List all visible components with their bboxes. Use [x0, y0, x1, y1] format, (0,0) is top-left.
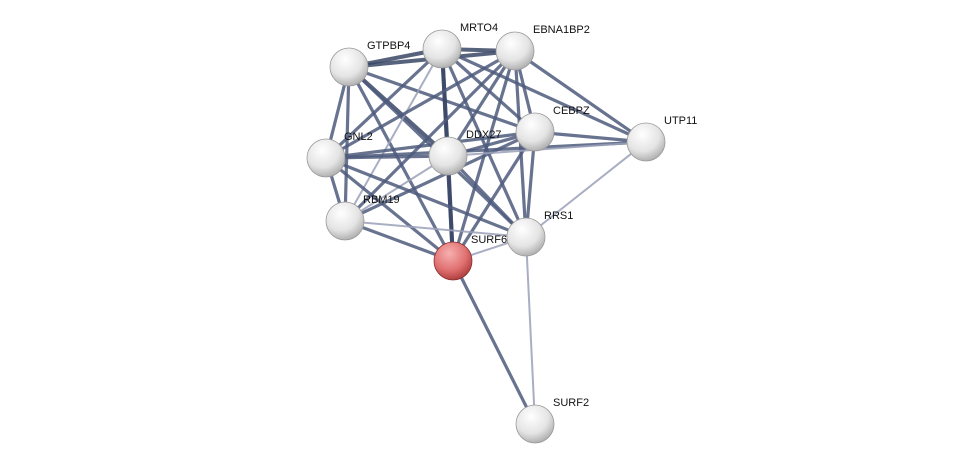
- node-label-rrs1: RRS1: [544, 210, 573, 222]
- edge-ebna1bp2-gnl2: [325, 49, 516, 160]
- edge-utp11-gnl2: [325, 140, 647, 160]
- node-label-mrto4: MRTO4: [460, 22, 498, 34]
- node-cebpz[interactable]: [515, 112, 555, 152]
- edge-ddx27-rbm19: [344, 155, 449, 222]
- edge-gtpbp4-rbm19: [343, 66, 351, 222]
- node-label-gtpbp4: GTPBP4: [367, 40, 410, 52]
- node-gnl2[interactable]: [306, 138, 346, 178]
- edge-ebna1bp2-rbm19: [343, 49, 517, 223]
- node-ddx27[interactable]: [428, 136, 468, 176]
- node-label-surf2: SURF2: [553, 397, 589, 409]
- edge-utp11-rrs1: [525, 141, 647, 238]
- edge-mrto4-gnl2: [324, 47, 444, 160]
- node-label-ebna1bp2: EBNA1BP2: [533, 24, 590, 36]
- node-mrto4[interactable]: [422, 29, 462, 69]
- edge-gtpbp4-cebpz: [348, 65, 536, 134]
- edge-cebpz-gnl2: [325, 130, 536, 160]
- node-label-utp11: UTP11: [664, 115, 697, 127]
- node-rbm19[interactable]: [325, 201, 365, 241]
- edge-ebna1bp2-utp11: [514, 49, 647, 144]
- node-label-cebpz: CEBPZ: [553, 105, 590, 117]
- edge-ddx27-gnl2: [325, 154, 449, 160]
- node-rrs1[interactable]: [506, 217, 546, 257]
- edge-ebna1bp2-ddx27: [446, 50, 517, 157]
- edge-gnl2-rrs1: [325, 156, 527, 239]
- edge-mrto4-rbm19: [344, 48, 443, 222]
- edge-gnl2-surf6: [324, 156, 455, 263]
- edge-surf6-surf2: [451, 260, 537, 425]
- node-surf6[interactable]: [433, 241, 473, 281]
- node-label-rbm19: RBM19: [363, 194, 400, 206]
- node-label-gnl2: GNL2: [344, 131, 373, 143]
- edge-cebpz-rbm19: [344, 130, 536, 223]
- node-gtpbp4[interactable]: [329, 47, 369, 87]
- node-label-ddx27: DDX27: [466, 129, 501, 141]
- node-surf2[interactable]: [515, 404, 555, 444]
- node-label-surf6: SURF6: [471, 234, 507, 246]
- edge-cebpz-surf6: [451, 131, 537, 262]
- edge-utp11-ddx27: [447, 141, 647, 157]
- edge-rbm19-rrs1: [344, 220, 527, 238]
- node-ebna1bp2[interactable]: [495, 31, 535, 71]
- node-utp11[interactable]: [626, 122, 666, 162]
- edge-rrs1-surf2: [525, 236, 536, 425]
- edge-mrto4-rrs1: [440, 48, 528, 238]
- edge-mrto4-utp11: [441, 47, 647, 144]
